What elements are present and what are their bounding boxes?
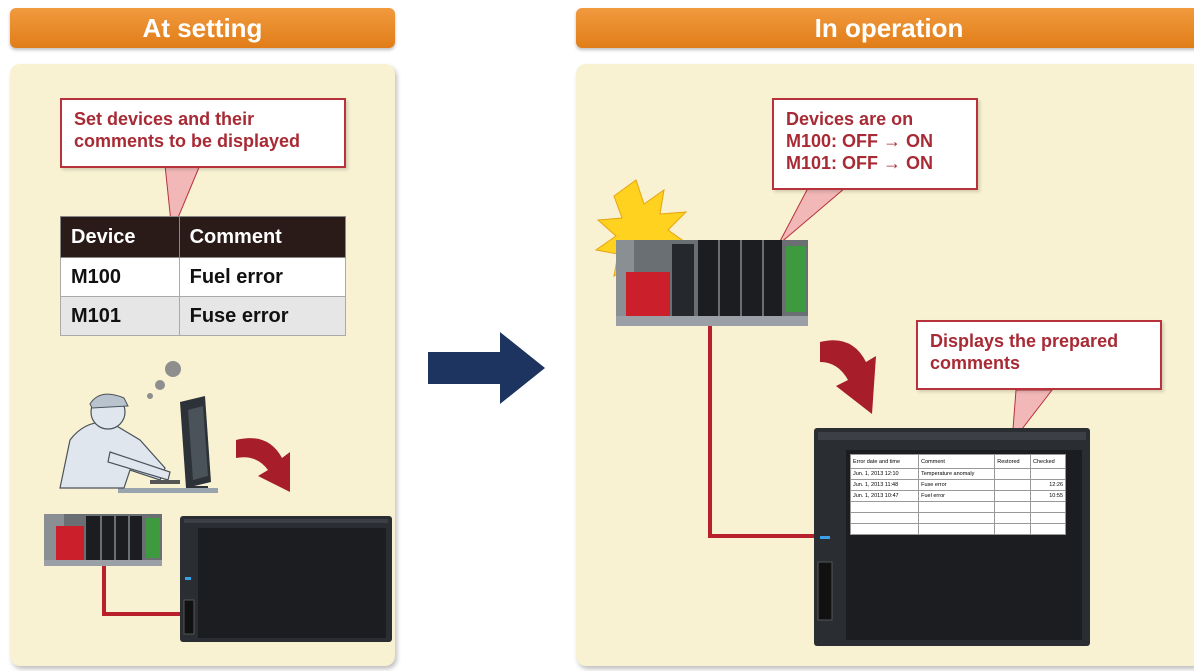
- hmi-cell: Jun. 1, 2013 12:10: [849, 468, 920, 480]
- hmi-table-row: [849, 501, 1066, 513]
- hmi-cell: [994, 479, 1032, 491]
- table-cell: Fuse error: [178, 296, 347, 336]
- hmi-cell: [849, 523, 920, 535]
- right-bottom-callout-line-1: Displays the prepared: [930, 331, 1119, 351]
- hmi-cell: [918, 512, 996, 524]
- at-setting-header: At setting: [10, 8, 395, 48]
- right-top-callout-line-1: Devices are on: [786, 109, 914, 129]
- right-cable: [708, 326, 818, 538]
- right-bottom-callout-line-2: comments: [930, 353, 1021, 373]
- hmi-cell: [994, 490, 1032, 502]
- hmi-table-row: Jun. 1, 2013 11:48 Fuse error 12:26: [849, 479, 1066, 491]
- left-callout-line-1: Set devices and their: [74, 109, 255, 129]
- table-row: M100 Fuel error: [60, 257, 347, 297]
- hmi-header-checked: Checked: [1030, 454, 1066, 469]
- operator-icon: [59, 393, 218, 493]
- hmi-cell: [918, 523, 996, 535]
- hmi-cell: [1030, 468, 1066, 480]
- table-cell: Fuel error: [178, 257, 347, 297]
- hmi-cell: [1030, 523, 1066, 535]
- right-plc-icon: [616, 240, 808, 326]
- right-top-callout-line-3: M101: OFF → ON: [786, 153, 934, 173]
- table-cell: M101: [60, 296, 180, 336]
- hmi-alarm-table: Error date and time Comment Restored Che…: [849, 454, 1066, 535]
- hmi-cell: [1030, 512, 1066, 524]
- table-cell: M100: [60, 257, 180, 297]
- hmi-table-row: Jun. 1, 2013 10:47 Fuel error 10:55: [849, 490, 1066, 502]
- right-curved-arrow-icon: [820, 340, 876, 414]
- right-bottom-callout: Displays the prepared comments: [916, 320, 1162, 390]
- hmi-cell: [994, 501, 1032, 513]
- left-callout: Set devices and their comments to be dis…: [60, 98, 346, 168]
- hmi-cell: [994, 512, 1032, 524]
- table-header-device: Device: [60, 216, 180, 258]
- hmi-cell: Fuse error: [918, 479, 996, 491]
- flow-arrow-icon: [428, 332, 545, 404]
- right-top-callout-line-2: M100: OFF → ON: [786, 131, 934, 151]
- table-header-comment: Comment: [178, 216, 347, 258]
- left-cable: [102, 566, 186, 616]
- hmi-cell: [1030, 501, 1066, 513]
- hmi-cell: Jun. 1, 2013 10:47: [849, 490, 920, 502]
- hmi-table-row: Jun. 1, 2013 12:10 Temperature anomaly: [849, 468, 1066, 480]
- table-row: M101 Fuse error: [60, 296, 347, 336]
- left-callout-line-2: comments to be displayed: [74, 131, 301, 151]
- left-hmi-icon: [180, 516, 392, 642]
- left-plc-icon: [44, 514, 162, 566]
- hmi-cell: [849, 512, 920, 524]
- hmi-cell: [994, 523, 1032, 535]
- hmi-cell: [918, 501, 996, 513]
- right-top-callout-pointer: [777, 187, 847, 246]
- hmi-header-comment: Comment: [918, 454, 996, 469]
- hmi-header-date: Error date and time: [849, 454, 920, 469]
- hmi-table-row: [849, 523, 1066, 535]
- left-curved-arrow-icon: [236, 438, 290, 492]
- device-comment-table: Device Comment M100 Fuel error M101 Fuse…: [60, 216, 347, 336]
- hmi-cell: Jun. 1, 2013 11:48: [849, 479, 920, 491]
- hmi-cell: [849, 501, 920, 513]
- hmi-cell: [994, 468, 1032, 480]
- hmi-cell: Fuel error: [918, 490, 996, 502]
- hmi-header-restored: Restored: [994, 454, 1032, 469]
- right-top-callout: Devices are on M100: OFF → ON M101: OFF …: [772, 98, 978, 190]
- hmi-cell: 10:55: [1030, 490, 1066, 502]
- thought-bubbles-icon: [147, 361, 181, 399]
- hmi-cell: 12:26: [1030, 479, 1066, 491]
- hmi-cell: Temperature anomaly: [918, 468, 996, 480]
- hmi-table-row: [849, 512, 1066, 524]
- in-operation-header: In operation: [576, 8, 1194, 48]
